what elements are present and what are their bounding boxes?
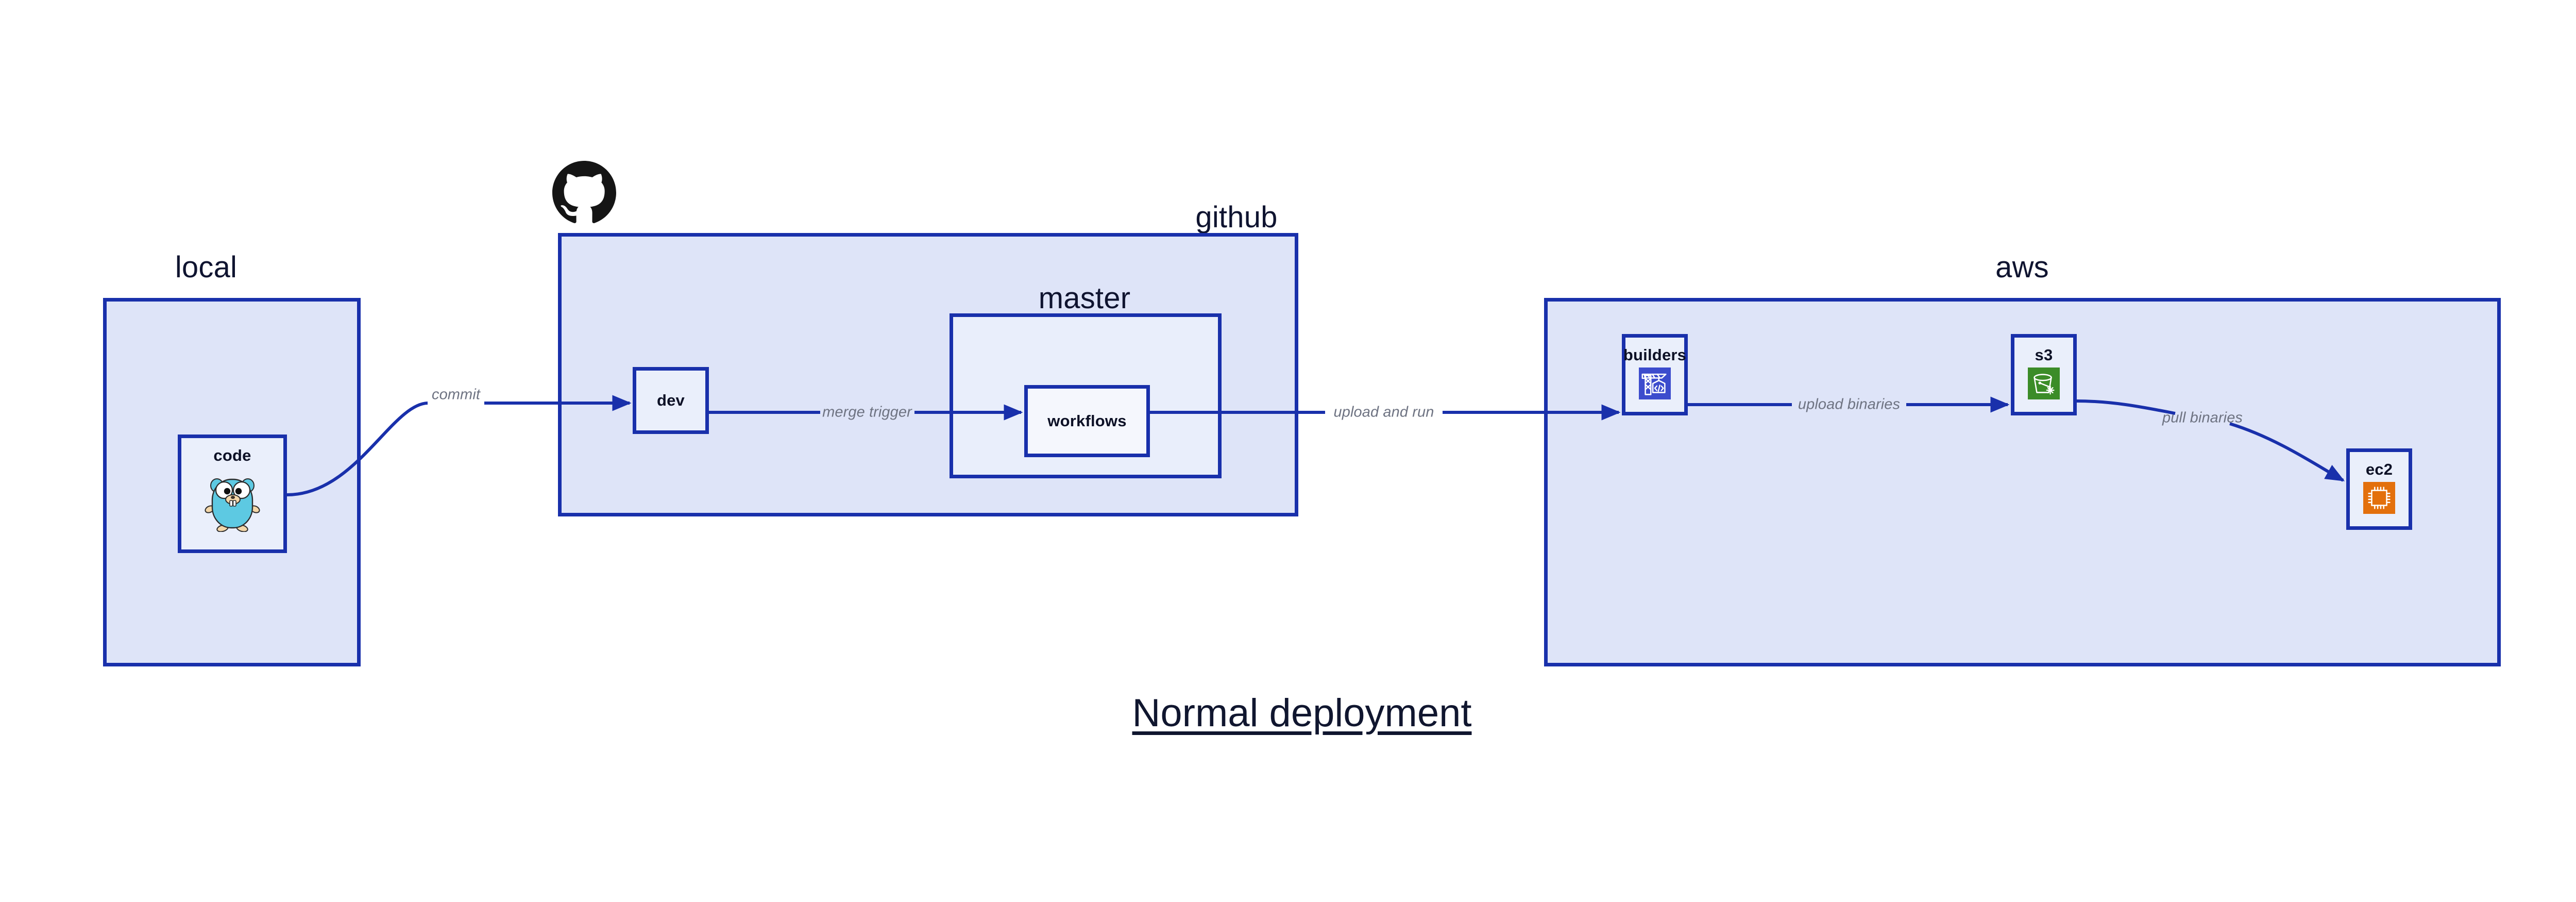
node-workflows[interactable]: workflows [1024,385,1150,457]
edge-label-upload-binaries: upload binaries [1798,396,1901,413]
diagram-title: Normal deployment [1132,691,1472,735]
group-label-local: local [175,250,238,284]
group-label-master: master [1038,281,1131,315]
cpu-chip-icon [2363,482,2395,516]
node-code[interactable]: code [178,435,287,553]
node-ec2[interactable]: ec2 [2346,448,2412,530]
node-dev[interactable]: dev [633,367,709,434]
edge-label-pull-binaries: pull binaries [2162,409,2243,426]
node-label-workflows: workflows [1047,412,1127,430]
group-label-aws: aws [1995,250,2049,284]
edge-label-upload-and-run: upload and run [1333,404,1434,421]
crane-code-icon [1639,368,1671,402]
group-aws [1544,298,2501,666]
node-builders[interactable]: builders [1622,334,1688,415]
node-label-s3: s3 [2035,346,2053,364]
node-label-code: code [213,446,251,464]
edge-label-merge-trigger: merge trigger [822,404,912,421]
group-label-github: github [1195,201,1278,234]
s3-bucket-icon [2028,368,2060,402]
node-label-ec2: ec2 [2365,460,2393,478]
node-label-dev: dev [656,391,685,409]
node-s3[interactable]: s3 [2011,334,2077,415]
node-label-builders: builders [1623,346,1687,364]
github-octocat-icon [552,161,616,227]
edge-label-commit: commit [431,386,481,403]
go-gopher-icon [204,471,261,532]
